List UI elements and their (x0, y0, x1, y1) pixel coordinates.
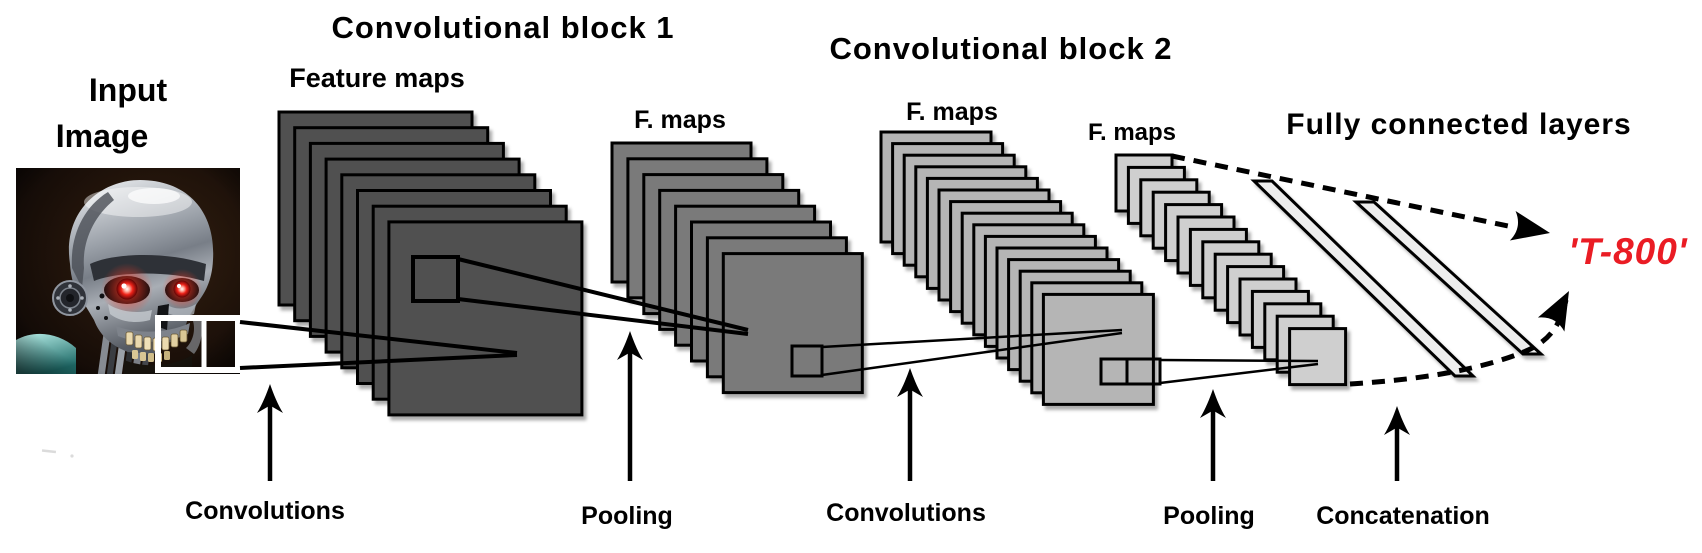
concatenation-label: Concatenation (1316, 502, 1490, 530)
feature-map-layer (387, 220, 584, 417)
convolutions-arrow-2 (897, 368, 923, 481)
kernel-box (411, 255, 460, 303)
feature-map-stack-block1-pool (610, 141, 864, 395)
kernel-box (790, 344, 824, 378)
pooling-arrow-1 (617, 331, 643, 481)
convolutions-arrow-1 (257, 384, 283, 481)
input-image (16, 168, 240, 374)
feature-maps-label-1: Feature maps (289, 63, 465, 93)
convolutions-label-1: Convolutions (185, 497, 345, 525)
projection-line (821, 328, 1123, 349)
scan-artifacts (41, 449, 74, 458)
feature-maps-label-4: F. maps (1087, 119, 1177, 146)
input-image-label-line2: Image (55, 118, 149, 154)
feature-map-stack-block2-conv (879, 130, 1155, 406)
kernel-box (1099, 357, 1162, 386)
feature-map-stack-block1-conv (277, 110, 584, 417)
pooling-label-1: Pooling (581, 502, 673, 530)
feature-map-layer (1041, 292, 1155, 406)
projection-line (1159, 358, 1319, 363)
dashed-arrow-bottom (1349, 291, 1569, 387)
projection-line (1159, 362, 1319, 385)
input-receptive-field-box (155, 315, 241, 373)
convolutions-label-2: Convolutions (826, 499, 986, 527)
conv-block1-title: Convolutional block 1 (331, 10, 675, 45)
feature-map-stack-block2-pool (1114, 153, 1348, 387)
input-image-label-line1: Input (88, 72, 168, 108)
feature-maps-label-3: F. maps (906, 98, 998, 126)
fully-connected-title: Fully connected layers (1286, 108, 1632, 141)
projection-line (457, 297, 749, 336)
projection-line (239, 353, 518, 370)
feature-maps-label-2: F. maps (634, 106, 726, 134)
fc-layer-bar-1 (1250, 179, 1477, 378)
output-class-label: 'T-800' (1568, 231, 1688, 272)
fc-layer-bar-2 (1352, 200, 1545, 356)
conv-block2-title: Convolutional block 2 (829, 31, 1173, 66)
pooling-arrow-2 (1200, 389, 1226, 481)
pooling-label-2: Pooling (1163, 502, 1255, 530)
feature-map-layer (1288, 327, 1348, 387)
projection-line (239, 320, 518, 355)
dashed-arrow-top (1171, 153, 1550, 241)
projection-line (821, 331, 1123, 377)
projection-line (457, 257, 749, 332)
concatenation-arrow (1384, 406, 1410, 481)
